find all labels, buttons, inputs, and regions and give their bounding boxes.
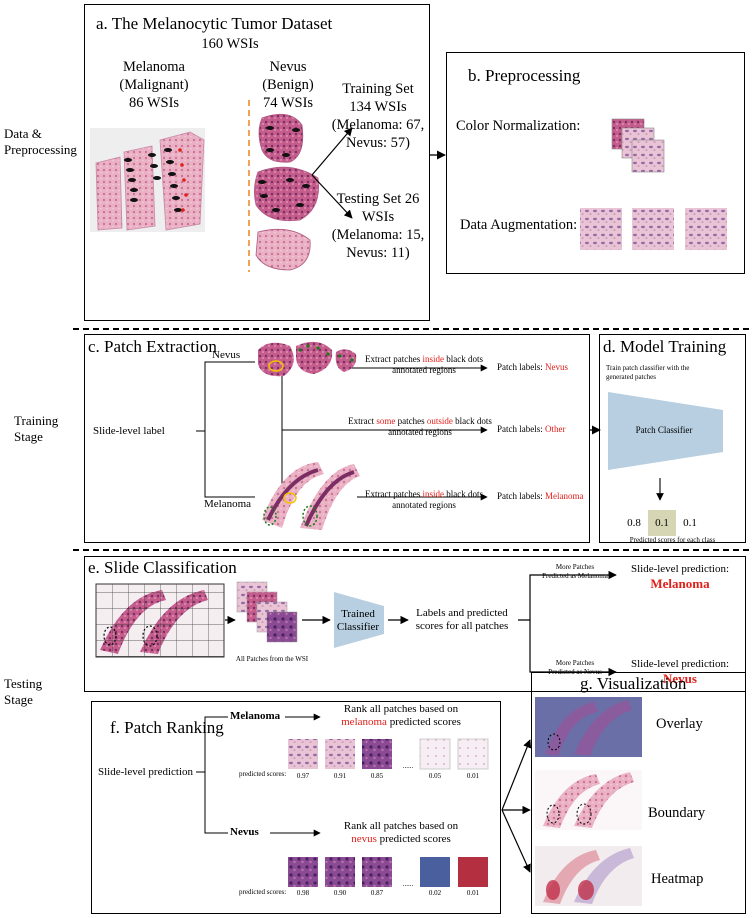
panel-model-training (599, 334, 746, 543)
scores-caption: Predicted scores for each class (629, 536, 716, 544)
all-patches-stack (236, 581, 298, 643)
wsi-grid-image (95, 583, 225, 658)
training-set: Training Set 134 WSIs (Melanoma: 67, Nev… (331, 81, 425, 151)
labels-scores-text: Labels and predicted scores for all patc… (415, 607, 509, 632)
color-normalization-image (611, 118, 665, 173)
panel-patch-ranking (91, 701, 501, 914)
melanoma-ranked-patches (288, 738, 489, 770)
nev-score: 0.98 (296, 889, 310, 897)
nevus-slides-image (254, 113, 319, 271)
patch-classifier-label: Patch Classifier (635, 425, 693, 435)
branch-nevus: Nevus (212, 349, 241, 361)
panel-d-title: d. Model Training (603, 337, 727, 356)
mel-score: 0.91 (333, 772, 347, 780)
prediction-label-nevus: Slide-level prediction: (630, 658, 730, 670)
color-normalization-label: Color Normalization: (456, 118, 581, 134)
slide-level-label: Slide-level label (93, 425, 165, 437)
nevus-ranked-patches (288, 857, 488, 887)
mel-score: 0.85 (370, 772, 384, 780)
mel-score: 0.97 (296, 772, 310, 780)
separator-training (73, 328, 749, 330)
testing-set: Testing Set 26 WSIs (Melanoma: 15, Nevus… (331, 191, 425, 261)
melanoma-count: Melanoma (Malignant) 86 WSIs (119, 59, 189, 111)
nev-score: 0.87 (370, 889, 384, 897)
mel-score-ellipsis: ...... (402, 762, 414, 770)
trained-classifier-label: Trained Classifier (336, 608, 380, 633)
mel-score: 0.01 (466, 772, 480, 780)
boundary-image (535, 770, 642, 830)
score-nevus: 0.1 (683, 517, 697, 529)
stage-label-data: Data & Preprocessing (4, 126, 77, 157)
branch-melanoma: Melanoma (204, 498, 252, 510)
patch-classifier-shape (608, 392, 723, 470)
prediction-nevus: Nevus (663, 671, 697, 686)
total-wsis: 160 WSIs (201, 36, 259, 52)
separator-testing (73, 549, 749, 551)
heatmap-label: Heatmap (651, 871, 704, 887)
panel-patch-extraction (84, 334, 590, 543)
class-scores: 0.8 0.1 0.1 (620, 510, 704, 536)
panel-c-title: c. Patch Extraction (88, 337, 217, 356)
nev-score-ellipsis: ...... (402, 880, 414, 888)
data-augmentation-images (580, 208, 727, 250)
mel-score: 0.05 (428, 772, 442, 780)
nevus-count: Nevus (Benign) 74 WSIs (262, 59, 314, 111)
model-training-desc: Train patch classifier with the generate… (606, 364, 690, 381)
overlay-image (535, 697, 642, 757)
panel-preprocessing (446, 52, 745, 274)
score-other: 0.1 (648, 510, 676, 536)
prediction-label-melanoma: Slide-level prediction: (630, 563, 730, 575)
more-melanoma-text: More Patches Predicted as Melanoma (542, 563, 608, 580)
data-augmentation-label: Data Augmentation: (460, 217, 578, 233)
patch-label-melanoma: Patch labels: Melanoma (497, 491, 584, 501)
panel-visualization (531, 672, 746, 914)
nev-score: 0.01 (466, 889, 480, 897)
slide-level-prediction: Slide-level prediction (98, 766, 193, 778)
prediction-melanoma: Melanoma (650, 576, 710, 591)
nev-score: 0.90 (333, 889, 347, 897)
stage-label-training: Training Stage (14, 413, 59, 444)
overlay-label: Overlay (656, 716, 703, 732)
melanoma-slides-image (90, 128, 205, 232)
panel-b-title: b. Preprocessing (468, 66, 581, 85)
all-patches-caption: All Patches from the WSI (235, 655, 309, 663)
patch-label-nevus: Patch labels: Nevus (497, 362, 568, 372)
panel-a-title: a. The Melanocytic Tumor Dataset (96, 14, 333, 33)
trained-classifier-shape (334, 592, 384, 648)
branch-melanoma-ranking: Melanoma (230, 710, 281, 722)
panel-dataset (84, 4, 430, 321)
branch-nevus-ranking: Nevus (230, 826, 259, 838)
panel-slide-classification (84, 556, 746, 692)
panel-e-title: e. Slide Classification (88, 558, 237, 577)
predicted-scores-label-mel: predicted scores: (239, 770, 287, 778)
nevus-wsi-thumbnail (258, 341, 357, 377)
stage-label-testing: Testing Stage (4, 676, 43, 707)
predicted-scores-label-nev: predicted scores: (239, 888, 287, 896)
heatmap-image (535, 846, 642, 906)
panel-f-title: f. Patch Ranking (110, 718, 224, 737)
patch-label-other: Patch labels: Other (497, 424, 566, 434)
nev-score: 0.02 (428, 889, 442, 897)
panel-g-title: g. Visualization (580, 674, 687, 693)
score-melanoma: 0.8 (627, 517, 641, 529)
melanoma-wsi-thumbnail (262, 462, 360, 530)
boundary-label: Boundary (648, 805, 706, 821)
